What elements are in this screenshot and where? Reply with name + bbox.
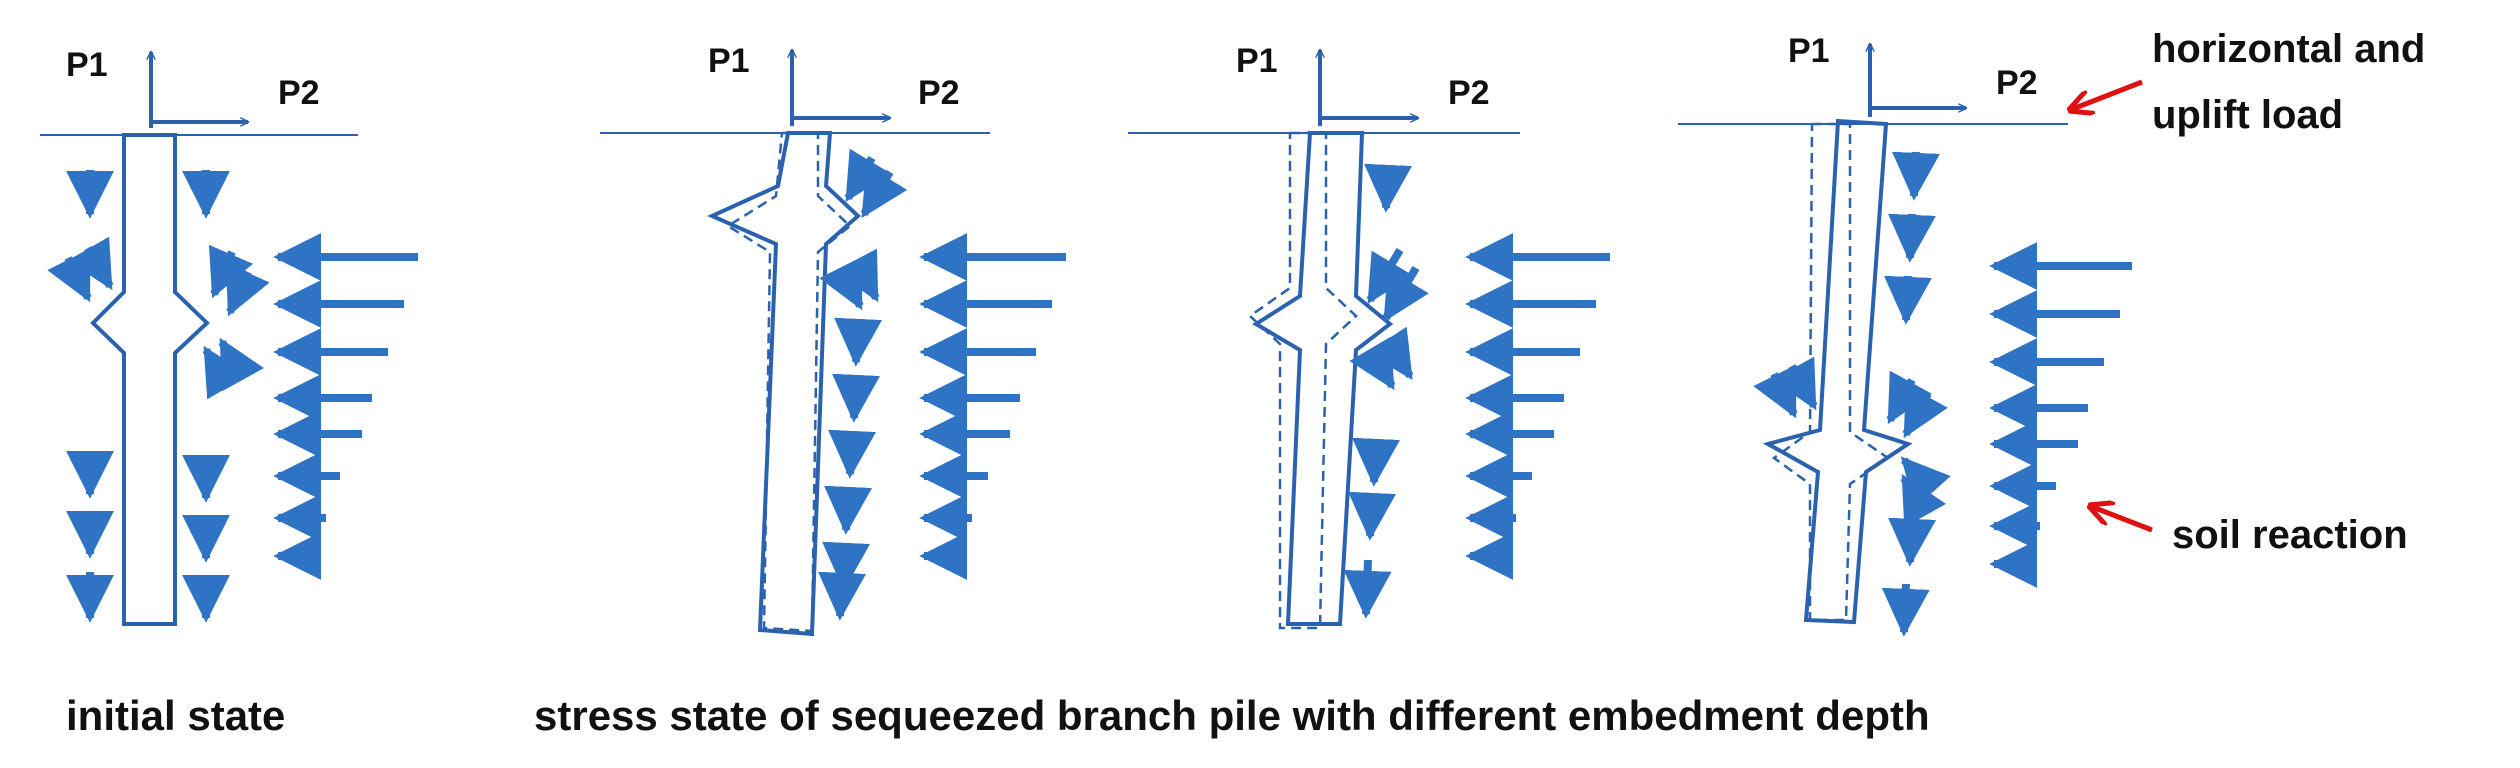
- annotation-load: horizontal and uplift load: [2070, 27, 2425, 137]
- caption-initial-state: initial state: [66, 692, 285, 739]
- soil-reaction-arrows: [1465, 233, 1610, 580]
- friction-arrows: [47, 170, 270, 623]
- label-p2: P2: [278, 74, 320, 112]
- pile-outline: [1762, 118, 1913, 625]
- soil-reaction-arrows: [1989, 242, 2132, 588]
- panel-depth-2: P1 P2: [1128, 42, 1610, 630]
- panel-depth-1: P1 P2: [600, 42, 1066, 637]
- label-p1: P1: [708, 42, 750, 80]
- pile-original-dashed: [725, 131, 852, 633]
- panel-depth-3: P1 P2: [1678, 32, 2132, 637]
- label-p1: P1: [1236, 42, 1278, 80]
- label-p2: P2: [918, 74, 960, 112]
- label-soil-reaction: soil reaction: [2172, 513, 2408, 557]
- label-p1: P1: [66, 46, 108, 84]
- red-arrow-soil: [2090, 506, 2153, 533]
- red-arrow-load: [2070, 79, 2143, 110]
- annotation-soil: soil reaction: [2090, 506, 2408, 557]
- pile-outline: [1252, 131, 1394, 626]
- friction-arrows: [1343, 163, 1429, 619]
- label-p2: P2: [1448, 74, 1490, 112]
- label-p1: P1: [1788, 32, 1830, 70]
- soil-reaction-arrows: [919, 233, 1066, 580]
- pile-outline: [707, 131, 861, 637]
- pile-original-dashed: [1248, 131, 1358, 630]
- friction-arrows: [1753, 151, 1951, 637]
- friction-arrows: [818, 148, 908, 621]
- pile-original-dashed: [1771, 122, 1891, 622]
- label-load-line2: uplift load: [2152, 93, 2343, 137]
- label-load-line1: horizontal and: [2152, 27, 2425, 71]
- pile-outline: [90, 133, 210, 626]
- soil-reaction-arrows: [273, 233, 418, 580]
- panel-initial: P1 P2: [40, 46, 418, 626]
- caption-stress-state: stress state of sequeezed branch pile wi…: [534, 692, 1930, 739]
- label-p2: P2: [1996, 64, 2038, 102]
